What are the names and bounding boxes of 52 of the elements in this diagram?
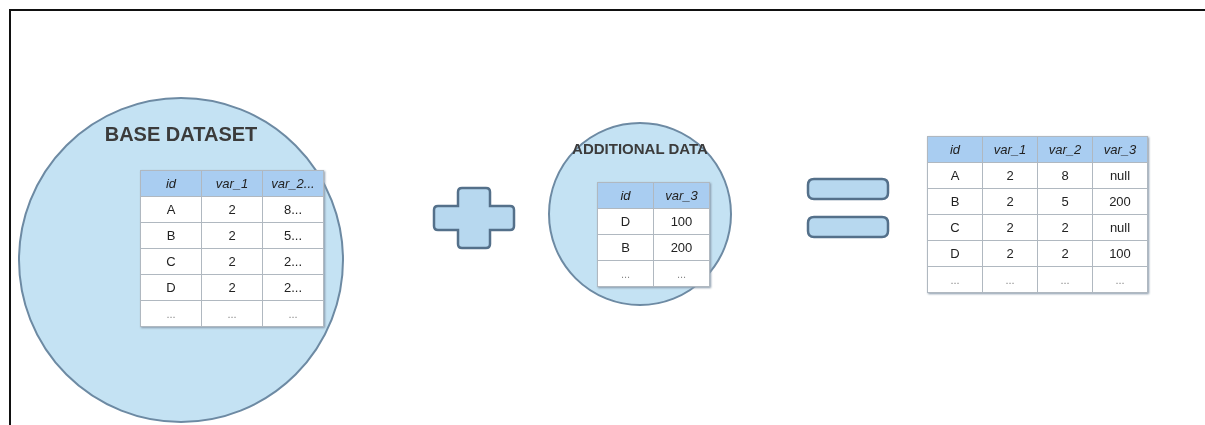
table-cell: ...: [982, 266, 1038, 293]
table-cell: 2: [201, 196, 263, 223]
table-cell: 5...: [262, 222, 324, 249]
table-cell: ...: [1092, 266, 1148, 293]
table-cell: ...: [201, 300, 263, 327]
table-cell: 8...: [262, 196, 324, 223]
column-header: var_1: [982, 136, 1038, 163]
table-cell: 2: [982, 214, 1038, 241]
column-header: id: [597, 182, 654, 209]
table-cell: 5: [1037, 188, 1093, 215]
table-cell: D: [927, 240, 983, 267]
table-cell: D: [140, 274, 202, 301]
table-cell: 200: [653, 234, 710, 261]
column-header: var_1: [201, 170, 263, 197]
table-cell: 200: [1092, 188, 1148, 215]
column-header: id: [927, 136, 983, 163]
table-cell: 2: [982, 240, 1038, 267]
column-header: var_3: [1092, 136, 1148, 163]
table-cell: ...: [927, 266, 983, 293]
table-cell: 2: [201, 274, 263, 301]
table-cell: B: [597, 234, 654, 261]
table-cell: ...: [653, 260, 710, 287]
table-cell: ...: [262, 300, 324, 327]
table-cell: A: [140, 196, 202, 223]
column-header: var_3: [653, 182, 710, 209]
table-cell: 100: [653, 208, 710, 235]
column-header: var_2: [1037, 136, 1093, 163]
table-cell: B: [927, 188, 983, 215]
table-cell: ...: [140, 300, 202, 327]
table-cell: 2...: [262, 274, 324, 301]
table-cell: 2...: [262, 248, 324, 275]
circle-title: BASE DATASET: [103, 123, 259, 146]
table-cell: null: [1092, 214, 1148, 241]
table-cell: A: [927, 162, 983, 189]
table-cell: 2: [1037, 214, 1093, 241]
table-cell: 2: [1037, 240, 1093, 267]
table-cell: C: [140, 248, 202, 275]
table-cell: B: [140, 222, 202, 249]
table-cell: 2: [982, 188, 1038, 215]
table-cell: 2: [201, 248, 263, 275]
circle-title: ADDITIONAL DATA: [571, 140, 709, 157]
table-cell: ...: [1037, 266, 1093, 293]
table-cell: 100: [1092, 240, 1148, 267]
table-cell: D: [597, 208, 654, 235]
table-cell: 2: [982, 162, 1038, 189]
table-cell: null: [1092, 162, 1148, 189]
table-cell: C: [927, 214, 983, 241]
table-cell: ...: [597, 260, 654, 287]
column-header: var_2...: [262, 170, 324, 197]
table-cell: 8: [1037, 162, 1093, 189]
table-cell: 2: [201, 222, 263, 249]
column-header: id: [140, 170, 202, 197]
